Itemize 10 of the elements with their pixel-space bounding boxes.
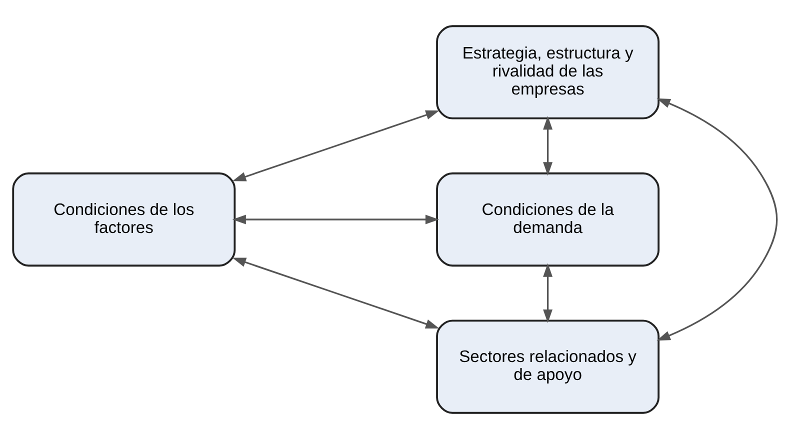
arrow: [232, 258, 440, 329]
node-box: Sectores relacionados y de apoyo: [436, 320, 660, 414]
arrow: [543, 116, 553, 176]
node-box: Condiciones de la demanda: [436, 172, 660, 267]
arrow: [232, 214, 440, 224]
arrow: [232, 110, 440, 182]
arrow: [656, 98, 778, 341]
node-box: Condiciones de los factores: [12, 172, 236, 267]
node-box: Estrategia, estructura y rivalidad de las empresas: [436, 25, 660, 120]
arrow: [543, 263, 553, 324]
